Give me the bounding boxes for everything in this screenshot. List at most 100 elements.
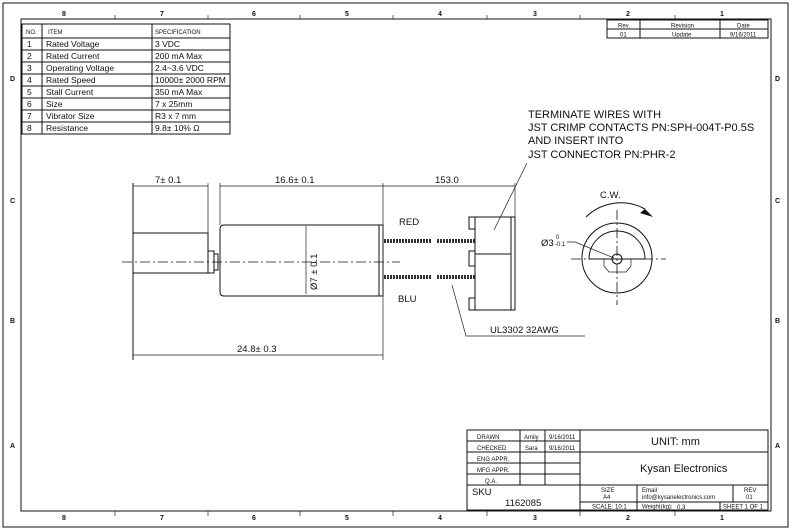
eng-appr-label: ENG APPR. <box>477 457 510 463</box>
zone-col-8: 8 <box>62 11 66 18</box>
spec-item: Operating Voltage <box>46 63 114 73</box>
spec-item: Vibrator Size <box>46 111 95 121</box>
dim-wire-length: 153.0 <box>435 175 459 186</box>
size-label: SIZE <box>601 488 614 494</box>
zone-col-4: 4 <box>438 11 442 18</box>
zone-col-1-bottom: 1 <box>720 515 724 522</box>
zone-col-6: 6 <box>252 11 256 18</box>
zone-row-d: D <box>10 76 15 83</box>
zone-col-8-bottom: 8 <box>62 515 66 522</box>
spec-value: 9.8± 10% Ω <box>155 123 200 133</box>
zone-col-3-bottom: 3 <box>533 515 537 522</box>
zone-col-2: 2 <box>626 11 630 18</box>
spec-value: 7 x 25mm <box>155 99 192 109</box>
wire-spec-leader <box>451 284 585 337</box>
shaft-diameter: Ø3 <box>541 238 554 249</box>
spec-value: 2.4~3.6 VDC <box>155 63 204 73</box>
spec-item: Rated Current <box>46 51 100 61</box>
shaft-tol-lower: -0.1 <box>555 242 566 248</box>
zone-row-c-right: C <box>775 198 780 205</box>
spec-item: Rated Speed <box>46 75 96 85</box>
spec-no: 2 <box>27 51 32 61</box>
zone-row-a-right: A <box>775 443 780 450</box>
spec-value: 3 VDC <box>155 39 180 49</box>
rev-label: REV <box>744 488 756 494</box>
spec-no: 8 <box>27 123 32 133</box>
spec-no: 4 <box>27 75 32 85</box>
spec-row: 4 Rated Speed 10000± 2000 RPM <box>27 75 226 85</box>
size-value: A4 <box>603 495 611 501</box>
drawn-label: DRAWN <box>477 435 499 441</box>
rev-header: Rev. <box>618 24 630 30</box>
spec-no: 1 <box>27 39 32 49</box>
date-value: 9/16/2011 <box>730 33 757 39</box>
zone-col-7: 7 <box>160 11 164 18</box>
rev-number: 01 <box>746 495 753 501</box>
title-block: DRAWN Amily 9/16/2011 CHECKED Sara 9/16/… <box>466 429 769 511</box>
zone-col-3: 3 <box>533 11 537 18</box>
spec-item: Stall Current <box>46 87 94 97</box>
zone-col-5-bottom: 5 <box>345 515 349 522</box>
revision-value: Update <box>672 33 692 39</box>
spec-row: 1 Rated Voltage 3 VDC <box>27 39 180 49</box>
sheet-label: SHEET 1 OF 1 <box>723 505 764 511</box>
zone-row-a: A <box>10 443 15 450</box>
unit-label: UNIT: mm <box>651 436 700 448</box>
dim-total-length: 24.8± 0.3 <box>237 344 277 355</box>
spec-item: Resistance <box>46 123 88 133</box>
zone-col-7-bottom: 7 <box>160 515 164 522</box>
note-leader <box>493 162 528 231</box>
rotation-label: C.W. <box>600 190 621 201</box>
drawn-date: 9/16/2011 <box>549 435 576 441</box>
spec-no: 7 <box>27 111 32 121</box>
header-specification: SPECIFICATION <box>155 30 201 36</box>
eccentric-weight <box>132 183 209 360</box>
revision-header: Revision <box>671 24 694 30</box>
sku-label: SKU <box>472 487 492 498</box>
scale-label: SCALE: 10:1 <box>592 505 627 511</box>
spec-value: R3 x 7 mm <box>155 111 196 121</box>
zone-row-c: C <box>10 198 15 205</box>
spec-row: 8 Resistance 9.8± 10% Ω <box>27 123 200 133</box>
spec-row: 6 Size 7 x 25mm <box>27 99 192 109</box>
spec-no: 5 <box>27 87 32 97</box>
motor-body <box>219 224 384 297</box>
mfg-appr-label: MFG APPR. <box>477 468 510 474</box>
spec-value: 10000± 2000 RPM <box>155 75 226 85</box>
checked-by: Sara <box>525 446 538 452</box>
note-line: TERMINATE WIRES WITH <box>528 109 661 121</box>
zone-markers: 8 7 6 5 4 3 2 1 8 7 6 5 4 3 2 1 D C B A … <box>10 11 780 522</box>
note-line: JST CONNECTOR PN:PHR-2 <box>528 149 676 161</box>
wire-spec-label: UL3302 32AWG <box>490 325 559 336</box>
zone-col-5: 5 <box>345 11 349 18</box>
shaft-tol-upper: 0 <box>556 235 560 241</box>
spec-table: NO. ITEM SPECIFICATION <box>21 23 231 135</box>
email-label: Email <box>642 488 657 494</box>
zone-col-6-bottom: 6 <box>252 515 256 522</box>
zone-row-b: B <box>10 318 15 325</box>
dim-weight-length: 7± 0.1 <box>155 175 181 186</box>
red-wire-label: RED <box>399 217 419 228</box>
qa-label: Q.A. <box>485 479 497 485</box>
weight-value: 0.3 <box>677 505 686 511</box>
motor-end-view: C.W. Ø3 0 -0.1 <box>541 190 666 305</box>
dim-diameter: Ø7 ± 0.1 <box>309 254 320 290</box>
date-header: Date <box>737 24 750 30</box>
spec-no: 6 <box>27 99 32 109</box>
zone-col-4-bottom: 4 <box>438 515 442 522</box>
dim-body-length: 16.6± 0.1 <box>275 175 315 186</box>
header-no: NO. <box>26 30 37 36</box>
blue-wire-label: BLU <box>398 294 417 305</box>
spec-item: Size <box>46 99 63 109</box>
zone-col-1: 1 <box>720 11 724 18</box>
zone-row-d-right: D <box>775 76 780 83</box>
email-value[interactable]: info@kysanelectronics.com <box>642 495 715 501</box>
sku-value: 1162085 <box>505 498 541 509</box>
weight-label: Weight(kg): <box>642 505 673 511</box>
spec-item: Rated Voltage <box>46 39 100 49</box>
rev-value: 01 <box>620 33 627 39</box>
